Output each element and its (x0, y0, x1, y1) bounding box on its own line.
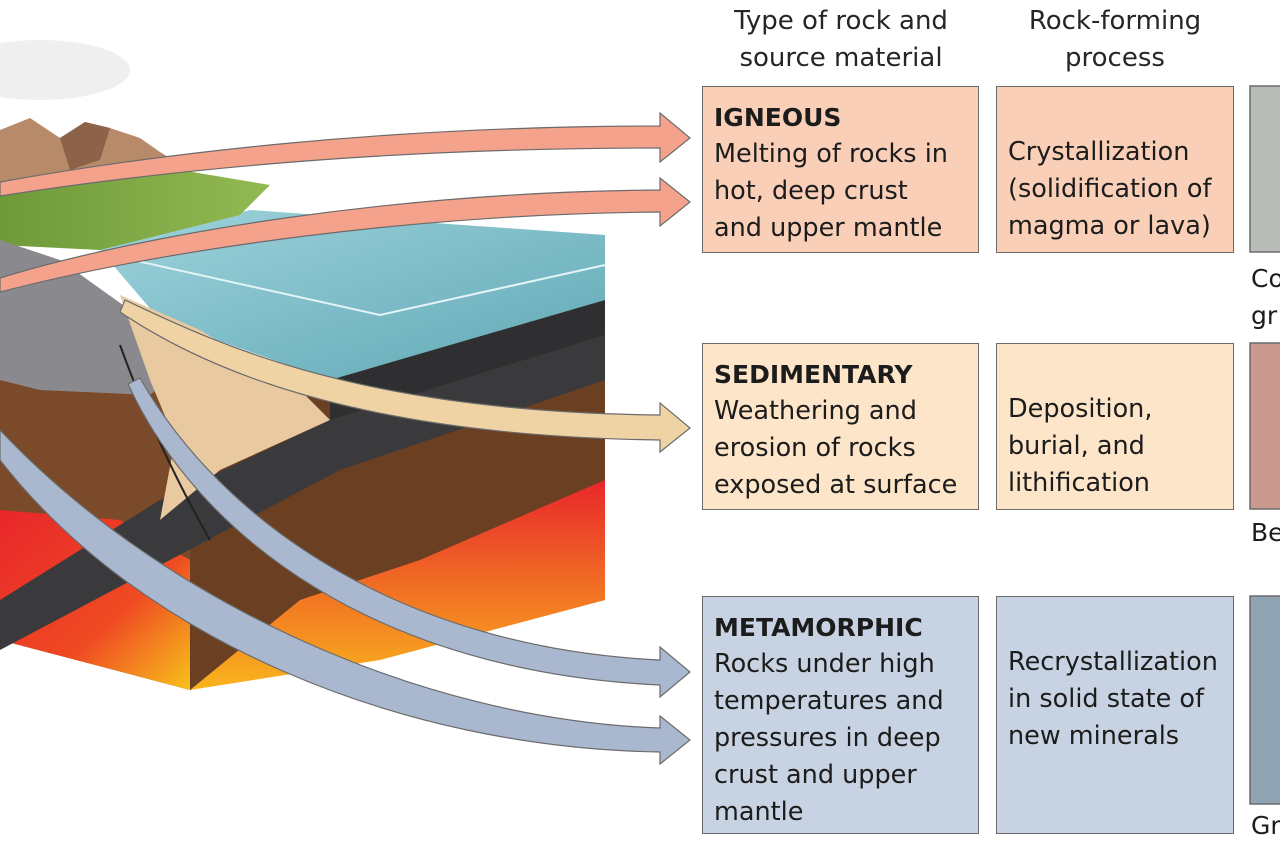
sedimentary-title: SEDIMENTARY (714, 360, 913, 389)
gneiss-photo (1249, 595, 1280, 805)
caption-line: Gr (1251, 811, 1280, 840)
metamorphic-source-line: mantle (714, 797, 804, 827)
igneous-source-box: IGNEOUS Melting of rocks in hot, deep cr… (702, 86, 979, 253)
igneous-process-line: magma or lava) (1008, 211, 1211, 241)
igneous-arrow-lower (0, 176, 691, 293)
granite-photo (1249, 85, 1280, 253)
header-line: source material (739, 43, 943, 73)
mountain-shadow (60, 122, 110, 170)
igneous-process-line: (solidification of (1008, 174, 1212, 204)
igneous-arrow-upper (0, 111, 691, 197)
header-line: Type of rock and (734, 6, 948, 36)
igneous-title: IGNEOUS (714, 103, 842, 132)
sedimentary-process-box: Deposition, burial, and lithification (996, 343, 1234, 510)
header-line: Rock-forming (1028, 6, 1202, 36)
metamorphic-source-line: crust and upper (714, 760, 917, 790)
header-process: Rock-forming process (997, 3, 1233, 77)
sedimentary-process-line: Deposition, (1008, 394, 1153, 424)
header-type-of-rock: Type of rock and source material (704, 3, 978, 77)
metamorphic-source-line: temperatures and (714, 686, 944, 716)
header-line: process (1065, 43, 1165, 73)
ocean-water (100, 210, 605, 380)
caption-line: gr (1251, 301, 1278, 330)
metamorphic-process-box: Recrystallization in solid state of new … (996, 596, 1234, 834)
sedimentary-source-line: erosion of rocks (714, 433, 916, 463)
sediment-fan (120, 295, 330, 520)
caption-line: Co (1251, 264, 1280, 293)
metamorphic-photo-caption: Gr (1251, 807, 1280, 844)
caption-line: Be (1251, 518, 1280, 547)
metamorphic-process-line: Recrystallization (1008, 647, 1218, 677)
metamorphic-source-line: pressures in deep (714, 723, 941, 753)
sandstone-photo (1249, 342, 1280, 510)
igneous-arrows (0, 111, 691, 293)
igneous-photo-caption: Co gr (1251, 260, 1280, 334)
metamorphic-source-line: Rocks under high (714, 649, 935, 679)
igneous-process-box: Crystallization (solidification of magma… (996, 86, 1234, 253)
metamorphic-process-line: new minerals (1008, 721, 1180, 751)
metamorphic-title: METAMORPHIC (714, 613, 923, 642)
metamorphic-source-box: METAMORPHIC Rocks under high temperature… (702, 596, 979, 834)
igneous-source-line: hot, deep crust (714, 176, 908, 206)
sedimentary-source-line: exposed at surface (714, 470, 958, 500)
metamorphic-arrow-lower (0, 429, 691, 766)
metamorphic-arrows (0, 377, 691, 766)
sedimentary-arrow (119, 299, 691, 454)
metamorphic-process-line: in solid state of (1008, 684, 1204, 714)
ocean-plate-edge (330, 300, 605, 420)
sedimentary-process-line: burial, and (1008, 431, 1145, 461)
sedimentary-process-line: lithification (1008, 468, 1150, 498)
sedimentary-photo-caption: Be (1251, 514, 1280, 551)
sedimentary-source-line: Weathering and (714, 396, 917, 426)
water-surface-line (109, 254, 606, 317)
metamorphic-arrow-upper (127, 377, 691, 699)
igneous-source-line: Melting of rocks in (714, 139, 948, 169)
igneous-source-line: and upper mantle (714, 213, 943, 243)
cloud (0, 40, 130, 100)
sedimentary-source-box: SEDIMENTARY Weathering and erosion of ro… (702, 343, 979, 510)
igneous-process-line: Crystallization (1008, 137, 1190, 167)
sedimentary-arrow-group (119, 299, 691, 454)
